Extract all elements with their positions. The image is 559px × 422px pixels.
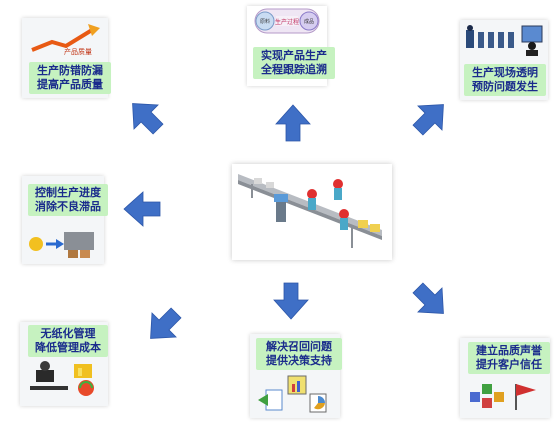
flow-left-text: 原料 (260, 18, 270, 25)
process-flow-icon: 生产过程 原料 成品 (254, 8, 320, 34)
arrow-up-left (132, 103, 164, 135)
decision-support-icon (258, 375, 327, 413)
arrow-down-right (412, 282, 444, 314)
label-top-right: 生产现场透明 预防问题发生 (464, 64, 546, 96)
arrow-down-left (150, 307, 182, 339)
label-bottom-left: 无纸化管理 降低管理成本 (28, 325, 108, 357)
arrow-left (123, 191, 161, 227)
label-top-left: 生产防错防漏 提高产品质量 (29, 62, 111, 94)
flow-right-text: 成品 (304, 18, 314, 25)
production-line-panel (232, 164, 392, 260)
network-icon (470, 384, 536, 410)
logistics-icon (29, 232, 94, 258)
office-worker-icon (30, 361, 94, 396)
label-top-center: 实现产品生产 全程跟踪追溯 (253, 47, 335, 79)
label-bottom-right: 建立品质声誉 提升客户信任 (468, 342, 550, 374)
label-mid-left: 控制生产进度 消除不良滞品 (28, 184, 108, 216)
quality-chart-icon: 产品质量 (31, 24, 100, 56)
monitoring-people-icon (466, 25, 543, 56)
label-bottom-center: 解决召回问题 提供决策支持 (256, 338, 342, 370)
production-line-illustration (238, 174, 382, 248)
arrow-down (273, 282, 309, 320)
process-flow-text: 生产过程 (275, 18, 299, 26)
arrow-up-right (412, 104, 444, 136)
quality-icon-text: 产品质量 (64, 47, 92, 56)
arrow-up (275, 104, 311, 142)
